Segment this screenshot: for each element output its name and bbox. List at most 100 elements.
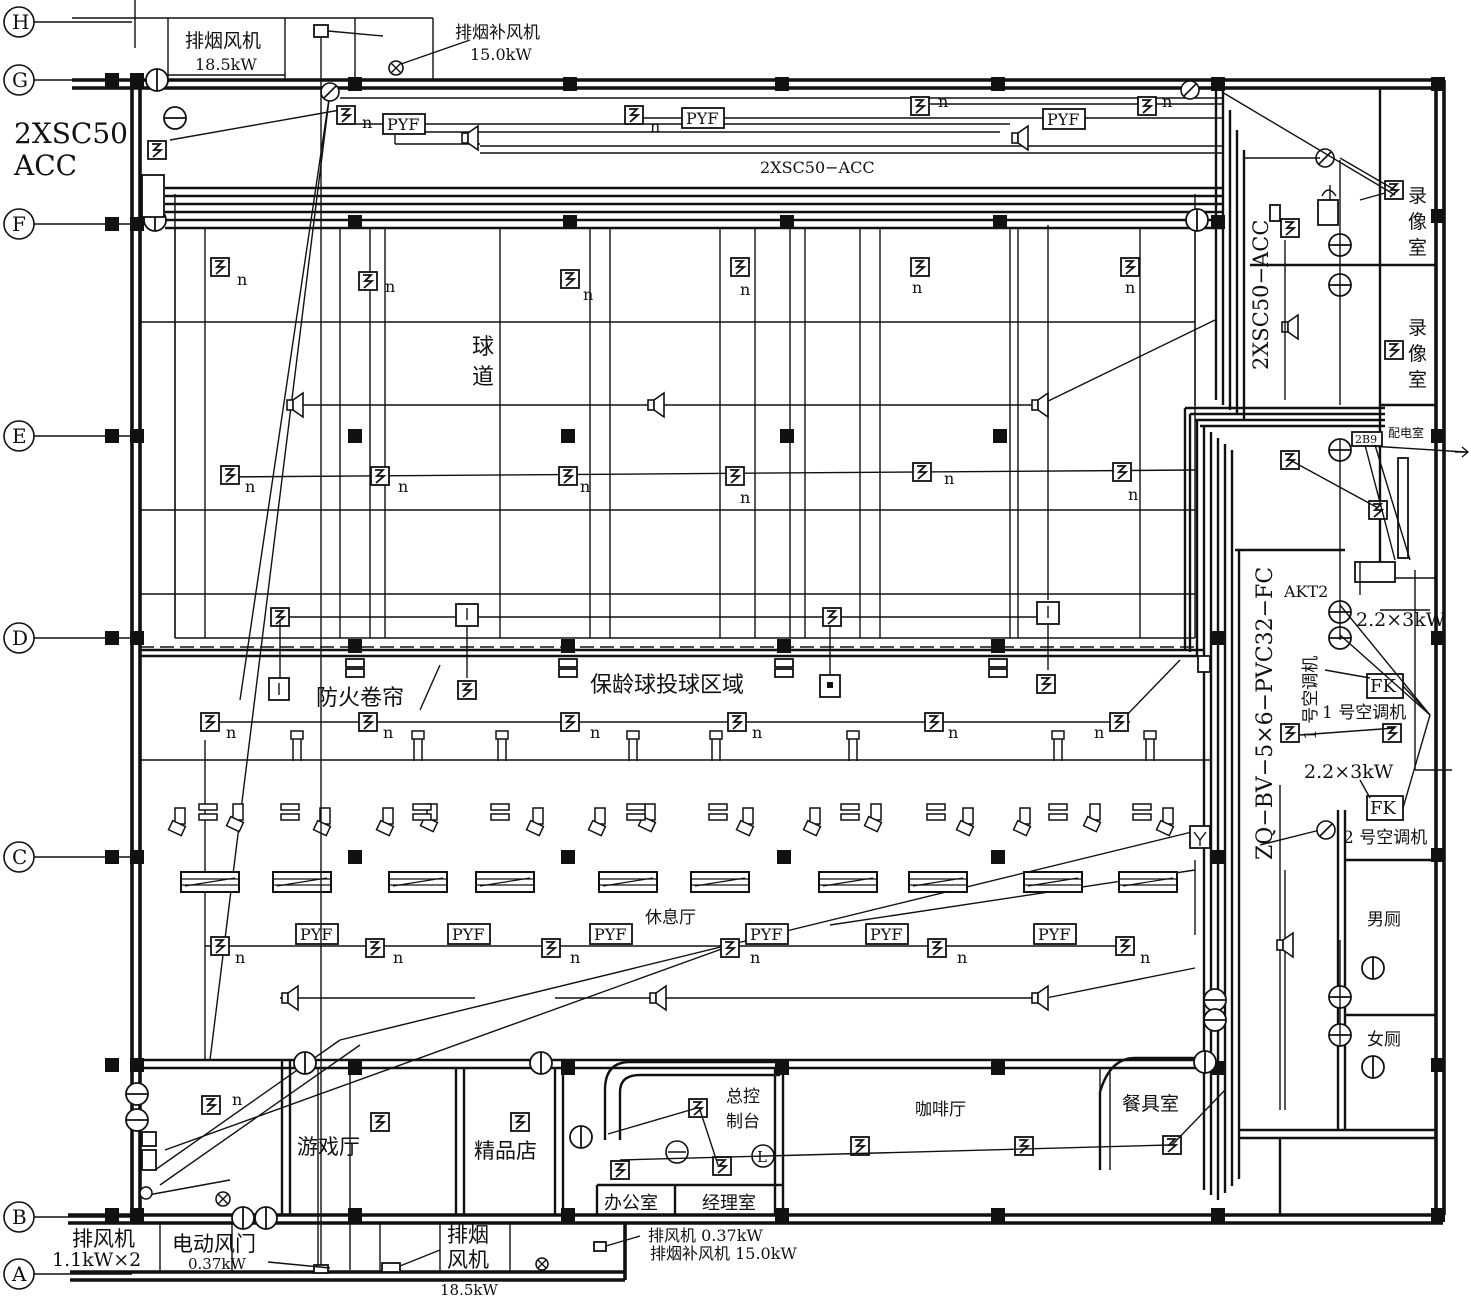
ac-power-1: 2.2×3kW [1356,609,1446,631]
socket-icon [1189,825,1211,849]
emergency-light-icon [688,1098,708,1118]
column-20 [780,429,794,443]
air-vent-icon [709,730,723,762]
smoke-fan-box [313,24,329,38]
emergency-light-icon [1384,340,1404,360]
chair-icon [375,807,395,837]
smoke-vent-icon [774,658,794,668]
pyf-box [745,923,789,945]
smoke-vent-icon [988,668,1008,678]
bench-icon [1118,871,1178,893]
pyf-label: PYF [594,925,626,944]
fk-box-1 [1366,673,1404,699]
chair-icon [1012,807,1032,837]
column-37 [1211,850,1225,864]
panel-2b9-label: 2B9 [1355,433,1377,446]
lounge-label: 休息厅 [645,908,696,928]
smoke-supply-note: 排烟补风机 15.0kW [650,1244,797,1263]
distribution-box-left [141,174,165,218]
n-tag: n [580,477,590,496]
electric-damper-power: 0.37kW [188,1255,246,1273]
table-icon [1132,803,1152,821]
bench-icon [1023,871,1083,893]
emergency-light-icon [912,462,932,482]
emergency-light-icon [1109,712,1129,732]
electric-damper-label: 电动风门 [172,1232,256,1256]
emergency-light-icon [541,938,561,958]
emergency-light-icon [365,938,385,958]
column-34 [561,850,575,864]
arrow-icon [1455,446,1470,458]
n-tag: n [948,723,958,742]
akt2-label: AKT2 [1283,582,1328,601]
n-tag: n [1125,278,1135,297]
n-tag: n [750,948,760,967]
distribution-room-label: 配电室 [1388,425,1424,440]
exhaust-fan-bottom-label: 排风机 [72,1227,135,1251]
column-2 [348,77,362,91]
cable-top-label: 2XSC50−ACC [760,158,875,177]
column-46 [1431,1058,1445,1072]
air-vent-icon [626,730,640,762]
lamp-icon [145,68,169,92]
n-tag: n [362,113,372,132]
ac-unit-2-label: 2 号空调机 [1343,828,1427,848]
chair-icon [735,807,755,837]
column-8 [105,217,119,231]
column-22 [1431,429,1445,443]
smoke-fan-box-bottom [313,1264,329,1274]
emergency-light-icon [147,140,167,160]
column-6 [1211,77,1225,91]
n-tag: n [944,469,954,488]
emergency-light-icon [560,712,580,732]
lamp-icon [125,1108,149,1132]
emergency-light-icon [370,1112,390,1132]
column-31 [105,850,119,864]
column-28 [991,639,1005,653]
column-27 [777,639,791,653]
emergency-light-icon [336,105,356,125]
column-25 [348,639,362,653]
video-room-a-1: 录 [1408,185,1427,207]
column-35 [777,850,791,864]
emergency-light-icon [558,466,578,486]
speaker-icon [649,985,667,1011]
axis-label-a: A [11,1262,27,1286]
fk-label-1: FK [1370,676,1396,697]
column-41 [348,1061,362,1075]
lamp-icon [1361,1055,1385,1079]
chair-icon [1155,807,1175,837]
n-tag: n [752,723,762,742]
chair-icon [802,807,822,837]
smoke-fan-top-label: 排烟风机 [185,30,261,52]
column-49 [348,1208,362,1222]
bowling-area-label: 保龄球投球区域 [590,673,744,698]
n-tag: n [1094,723,1104,742]
bench-icon [180,871,240,893]
column-18 [348,429,362,443]
bench-icon [598,871,658,893]
axis-label-h: H [12,10,29,34]
n-tag: n [226,723,236,742]
column-1 [130,73,144,87]
emergency-light-icon [1036,674,1056,694]
emergency-light-icon [850,1136,870,1156]
emergency-light-icon [201,1095,221,1115]
smoke-vent-icon [988,658,1008,668]
air-vent-icon [290,730,304,762]
emergency-light-icon [457,680,477,700]
axis-label-f: F [12,212,26,236]
cable-left-label-2: ACC [13,149,77,182]
column-13 [993,215,1007,229]
column-39 [105,1058,119,1072]
column-48 [130,1208,144,1222]
cable-right-label: 2XSC50−ACC [1249,220,1273,370]
n-tag: n [1140,948,1150,967]
n-tag: n [245,477,255,496]
mens-wc-label: 男厕 [1367,910,1401,930]
column-44 [991,1061,1005,1075]
emergency-light-icon [1112,462,1132,482]
lamp-icon [254,1206,278,1230]
